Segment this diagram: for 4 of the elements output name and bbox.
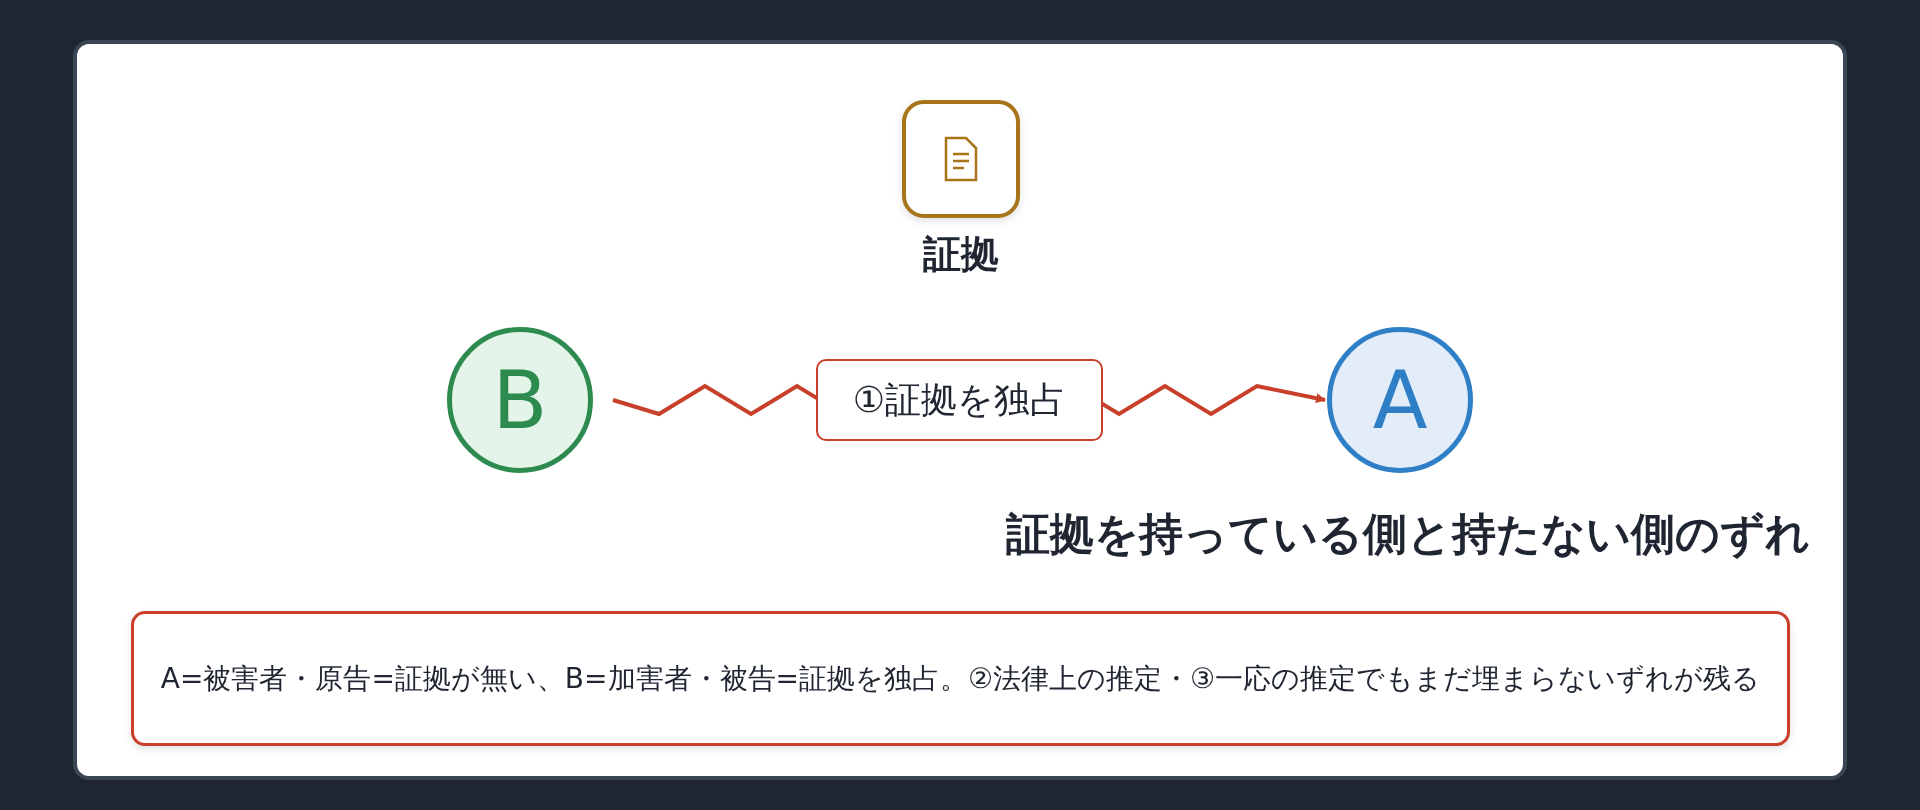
note-box: A=被害者・原告=証拠が無い、B=加害者・被告=証拠を独占。②法律上の推定・③一応の推定でもまだ埋まらないずれが残る (131, 611, 1790, 746)
heading-text: 証拠を持っている側と持たない側のずれ (1006, 507, 1810, 561)
node-label: 証拠 (922, 231, 1000, 278)
edge-label: ①証拠を独占 (816, 359, 1103, 441)
